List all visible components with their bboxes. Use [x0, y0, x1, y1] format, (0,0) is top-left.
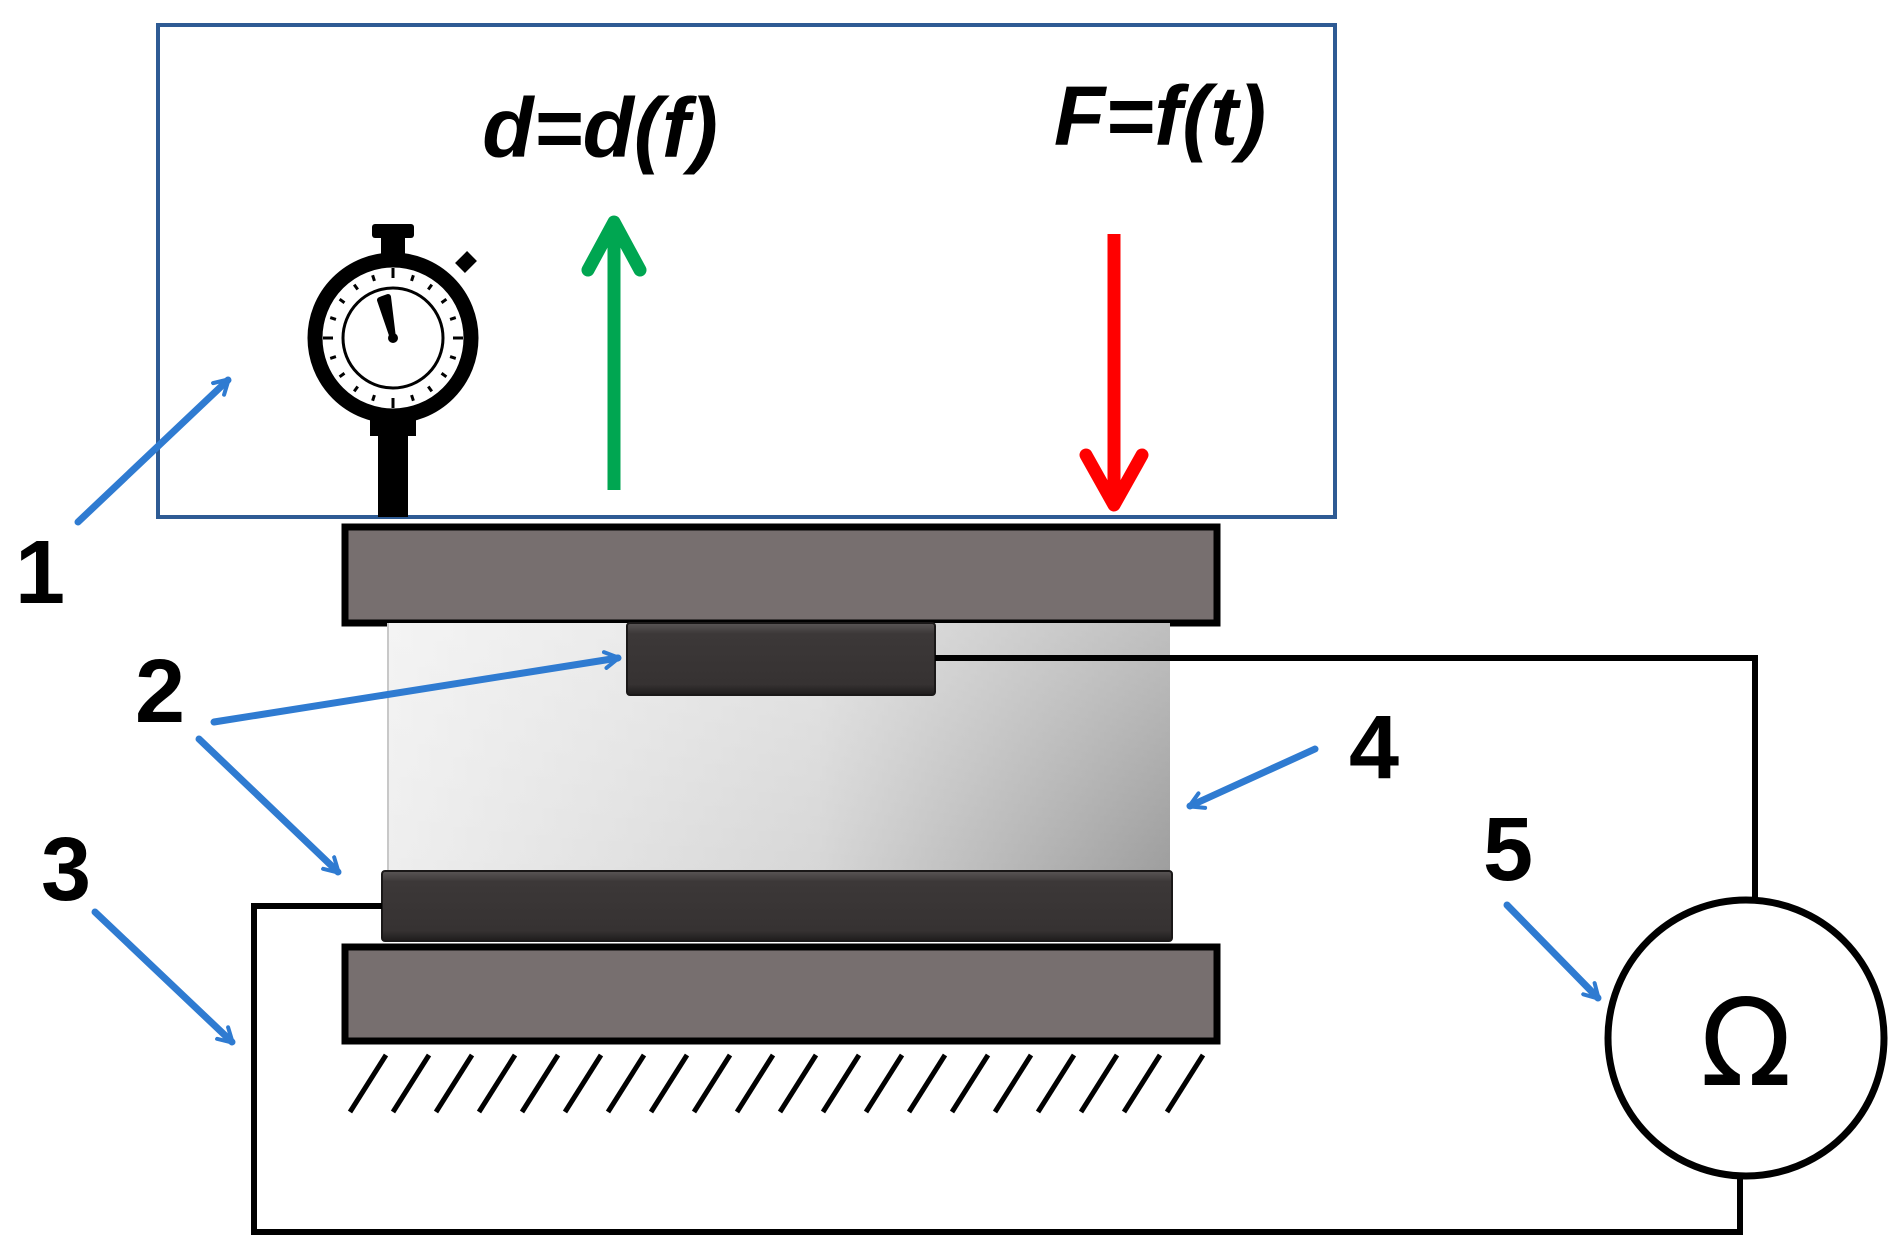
ohm-symbol: Ω	[1700, 975, 1792, 1114]
upper-platen	[341, 523, 1221, 627]
lower-platen	[341, 943, 1221, 1045]
force-formula: F=f(t)	[1054, 69, 1266, 163]
displacement-formula: d=d(f)	[482, 81, 718, 175]
callout-arrow-4	[1186, 745, 1319, 810]
bottom-electrode	[381, 870, 1173, 942]
ohmmeter: Ω	[1604, 896, 1888, 1180]
circuit-wire	[251, 655, 1758, 1235]
callout-5: 5	[1483, 800, 1533, 900]
force-arrow-icon	[1079, 234, 1149, 512]
loading-frame	[156, 23, 1337, 519]
callout-2: 2	[135, 642, 185, 742]
ground-hatch-icon	[347, 1053, 1206, 1114]
callout-3: 3	[41, 820, 91, 920]
callout-arrow-2b	[195, 735, 342, 876]
callout-arrow-2a	[210, 650, 622, 726]
dial-gauge-icon	[307, 224, 479, 517]
callout-arrow-1	[74, 376, 232, 526]
callout-arrow-5	[1503, 901, 1602, 1002]
displacement-arrow-icon	[581, 215, 647, 490]
callout-4: 4	[1349, 698, 1399, 798]
callout-1: 1	[15, 523, 65, 623]
top-electrode	[626, 622, 936, 696]
callout-arrows	[74, 376, 1602, 1046]
callout-arrow-3	[91, 908, 236, 1046]
